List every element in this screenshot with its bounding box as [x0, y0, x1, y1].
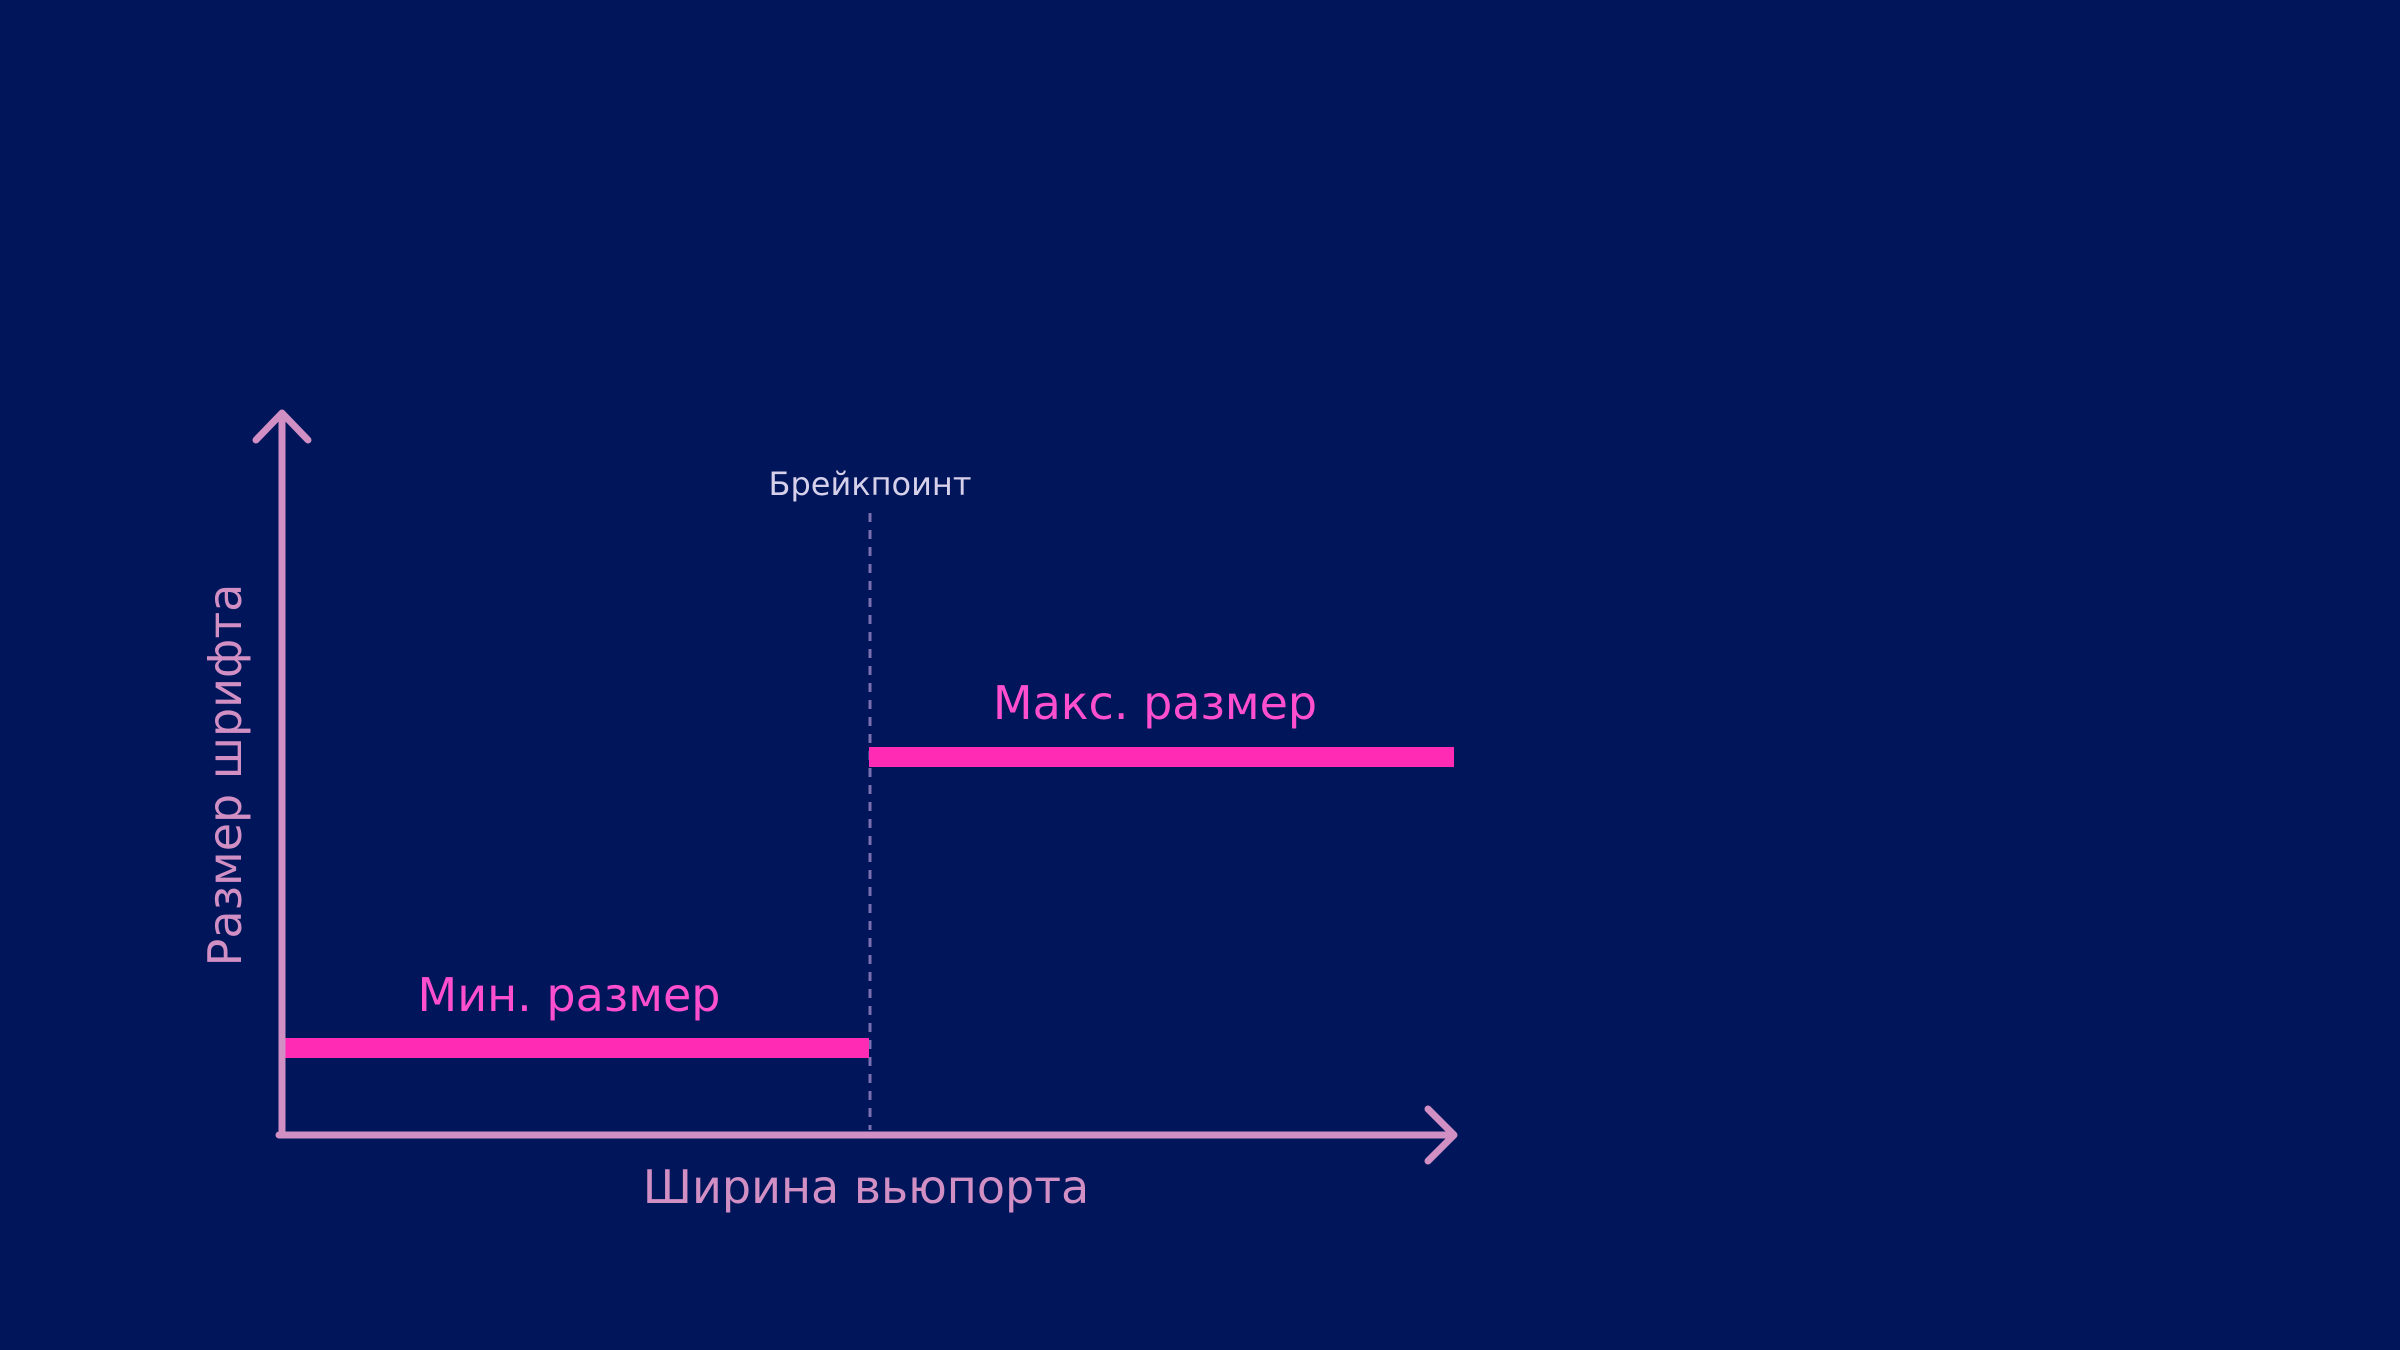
- y-axis-arrow: [252, 409, 312, 444]
- x-axis-arrow: [1424, 1105, 1458, 1165]
- x-axis-label: Ширина вьюпорта: [642, 1160, 1090, 1214]
- max-size-label: Макс. размер: [992, 676, 1318, 730]
- min-size-label: Мин. размер: [417, 968, 721, 1022]
- y-axis-label: Размер шрифта: [198, 583, 252, 967]
- breakpoint-label: Брейкпоинт: [768, 465, 972, 503]
